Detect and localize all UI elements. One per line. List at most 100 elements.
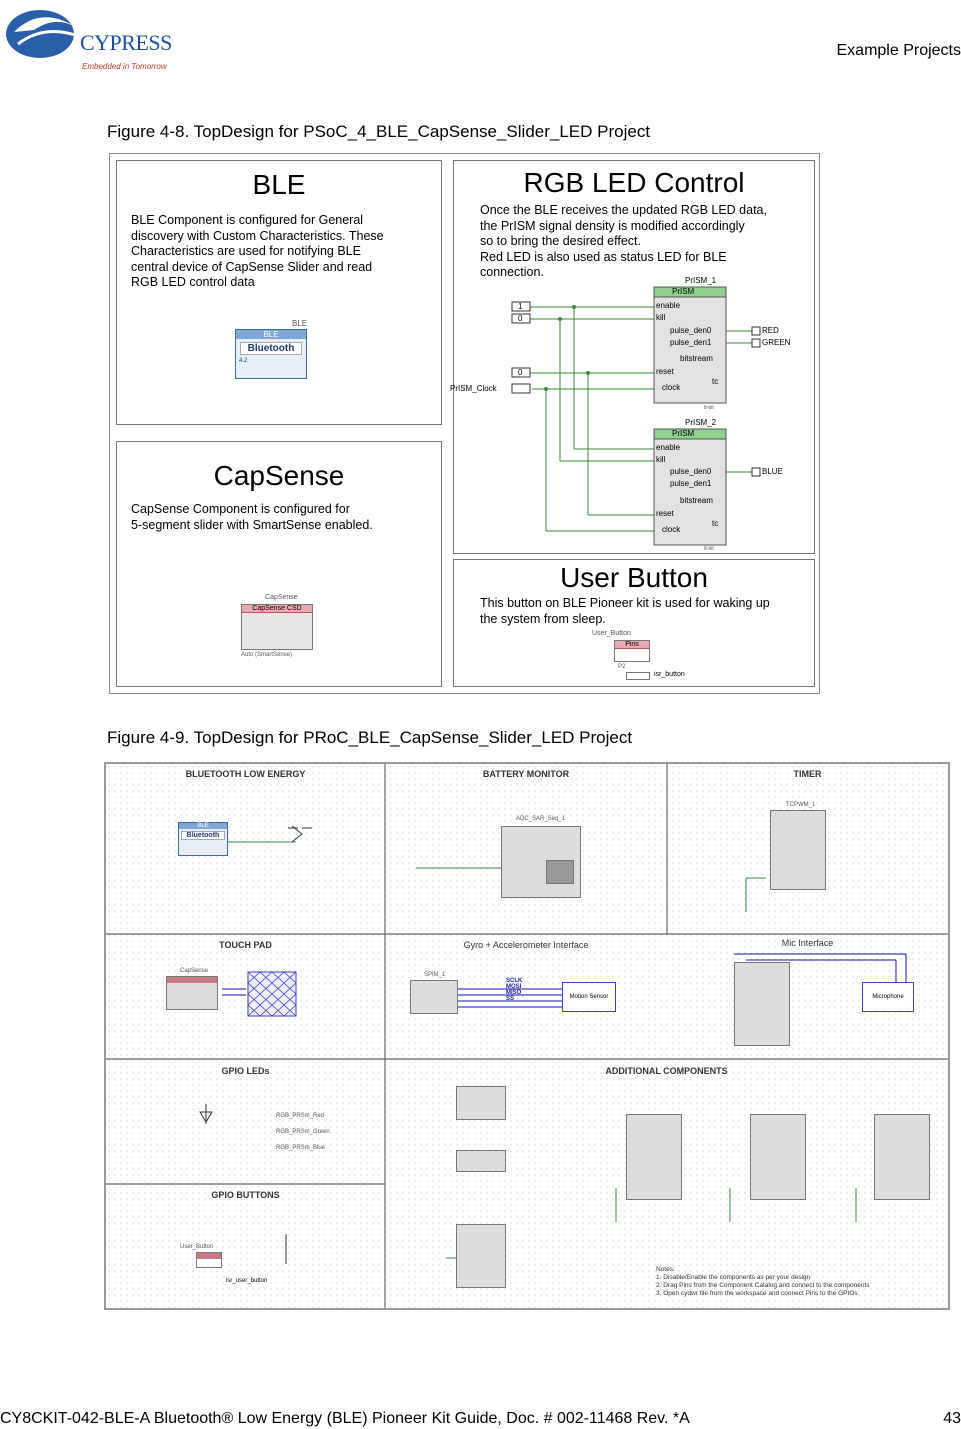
ble-panel-title: BLE	[252, 169, 306, 200]
capsense-comp-mode: Auto (SmartSense)	[241, 652, 293, 658]
const-one: 1	[518, 302, 523, 311]
bluetooth-logo-2: Bluetooth	[181, 831, 225, 840]
rgb-panel-text: Once the BLE receives the updated RGB LE…	[480, 203, 767, 281]
out-blue: BLUE	[762, 467, 783, 476]
capsense-2-name: CapSense	[180, 968, 209, 974]
note-line: 3. Open cydwr file from the workspace an…	[656, 1290, 858, 1297]
user-button-panel-title: User Button	[560, 562, 708, 593]
capsense-component[interactable]: CapSense CSD	[241, 604, 313, 650]
user-button-panel-text: This button on BLE Pioneer kit is used f…	[480, 596, 770, 627]
led-labels: RGB_PRSm_Red RGB_PRSm_Green RGB_PRSm_Blu…	[276, 1108, 330, 1156]
prism1-pin-reset: reset	[656, 367, 674, 376]
prism2-pin-enable: enable	[656, 443, 681, 452]
section-touch-title: TOUCH PAD	[219, 940, 272, 950]
ble-text-line: discovery with Custom Characteristics. T…	[131, 228, 384, 243]
rgb-text-line: Once the BLE receives the updated RGB LE…	[480, 203, 767, 217]
timer-name: TCPWM_1	[786, 802, 816, 808]
prism2-pin-bitstream: bitstream	[680, 496, 713, 505]
prism1-pin-pulse0: pulse_den0	[670, 326, 712, 335]
prism2-pin-kill: kill	[656, 455, 666, 464]
prism1-pin-tc: tc	[712, 377, 719, 386]
ble-component-2[interactable]: BLE Bluetooth	[178, 822, 228, 856]
capsense-panel-text: CapSense Component is configured for 5-s…	[131, 502, 373, 533]
section-timer-title: TIMER	[793, 769, 822, 779]
gpio-button-pin-header	[197, 1253, 221, 1259]
user-button-pin-name: User_Button	[592, 630, 631, 637]
timer-component[interactable]	[770, 810, 826, 890]
capsense-component-header: CapSense CSD	[242, 605, 312, 613]
out-red: RED	[762, 326, 779, 335]
prism1-header: PrISM	[672, 287, 695, 296]
uart-component[interactable]	[456, 1086, 506, 1120]
tcpwm-3-component[interactable]	[750, 1114, 806, 1200]
design-notes: Notes: 1. Disable/Enable the components …	[656, 1266, 870, 1298]
tcpwm-2-component[interactable]	[626, 1114, 682, 1200]
const-zero: 0	[518, 314, 523, 323]
spi-signals: SCLK MOSI MISO SS	[506, 978, 522, 1002]
rgb-panel-title: RGB LED Control	[523, 167, 745, 198]
prism1-pin-pulse1: pulse_den1	[670, 338, 712, 347]
ble-text-line: RGB LED control data	[131, 275, 255, 289]
bluetooth-logo: Bluetooth	[240, 342, 302, 355]
cypress-swoosh-icon	[6, 10, 79, 58]
gpio-button-pin-name: User_Button	[180, 1244, 214, 1250]
ble-component-header: BLE	[236, 330, 306, 339]
prism1-pin-enable: enable	[656, 301, 681, 310]
figure1-caption: Figure 4-8. TopDesign for PSoC_4_BLE_Cap…	[107, 122, 651, 141]
note-line: 1. Disable/Enable the components as per …	[656, 1274, 811, 1281]
capsense-text-line: CapSense Component is configured for	[131, 502, 350, 516]
ble-panel-text: BLE Component is configured for General …	[131, 213, 384, 291]
prism1-bits: 8-bit	[704, 405, 714, 411]
prism2-pin-pulse1: pulse_den1	[670, 479, 712, 488]
rgb-text-line: connection.	[480, 265, 544, 279]
ble-text-line: Characteristics are used for notifying B…	[131, 244, 361, 258]
user-button-pin[interactable]: Pins	[614, 640, 650, 662]
mic-i2s-component[interactable]	[734, 962, 790, 1046]
led-label-red: RGB_PRSm_Red	[276, 1113, 325, 1119]
motion-sensor-label: Motion Sensor	[569, 994, 609, 1000]
user-button-pin-header: Pins	[615, 641, 649, 649]
page-number: 43	[943, 1410, 961, 1427]
prism1-name: PrISM_1	[685, 276, 717, 285]
prism2-pin-reset: reset	[656, 509, 674, 518]
microphone-label: Microphone	[872, 994, 904, 1000]
section-battery-title: BATTERY MONITOR	[482, 769, 570, 779]
prism-clock-label: PrISM_Clock	[450, 384, 497, 393]
cypress-logo	[4, 2, 194, 76]
user-button-p-label: P2	[618, 664, 626, 670]
rgb-text-line: so to bring the desired effect.	[480, 234, 641, 248]
ble-comp-name: BLE	[292, 319, 308, 328]
ble-component[interactable]: BLE Bluetooth 4.2	[235, 329, 307, 379]
spi-signal-ss: SS	[506, 996, 515, 1002]
led-label-blue: RGB_PRSm_Blue	[276, 1145, 326, 1151]
spi-signal-sclk: SCLK	[506, 978, 523, 984]
notes-title: Notes:	[656, 1266, 675, 1273]
ble-component-2-header: BLE	[179, 823, 227, 829]
logo-tagline: Embedded in Tomorrow	[82, 62, 167, 71]
rgb-panel: RGB LED Control Once the BLE receives th…	[450, 160, 815, 554]
user-button-panel: User Button This button on BLE Pioneer k…	[453, 559, 815, 687]
prism1-pin-kill: kill	[656, 313, 666, 322]
tcpwm-4-component[interactable]	[874, 1114, 930, 1200]
user-button-text-line: This button on BLE Pioneer kit is used f…	[480, 596, 770, 610]
section-buttons-title: GPIO BUTTONS	[211, 1190, 280, 1200]
prism2-pin-pulse0: pulse_den0	[670, 467, 712, 476]
prism2-name: PrISM_2	[685, 418, 717, 427]
lcd-component[interactable]	[456, 1150, 506, 1172]
capsense-text-line: 5-segment slider with SmartSense enabled…	[131, 517, 373, 532]
spi-component[interactable]	[410, 980, 458, 1014]
prism2-pin-clock: clock	[662, 525, 681, 534]
figure2-topdesign: BLUETOOTH LOW ENERGY BATTERY MONITOR TIM…	[104, 762, 950, 1310]
ble-text-line: BLE Component is configured for General	[131, 213, 364, 227]
capsense-2-component[interactable]	[166, 976, 218, 1010]
figure2-caption: Figure 4-9. TopDesign for PRoC_BLE_CapSe…	[107, 728, 633, 747]
section-header: Example Projects	[836, 42, 961, 59]
prism1-pin-bitstream: bitstream	[680, 354, 713, 363]
capsense-2-header	[167, 977, 217, 983]
prism2-header: PrISM	[672, 429, 695, 438]
gpio-button-pin[interactable]	[196, 1252, 222, 1268]
ble-text-line: central device of CapSense Slider and re…	[131, 259, 373, 274]
isr-user-button-label: isr_user_button	[226, 1278, 268, 1284]
user-button-text-line: the system from sleep.	[480, 611, 606, 626]
pwm-component[interactable]	[456, 1224, 506, 1288]
